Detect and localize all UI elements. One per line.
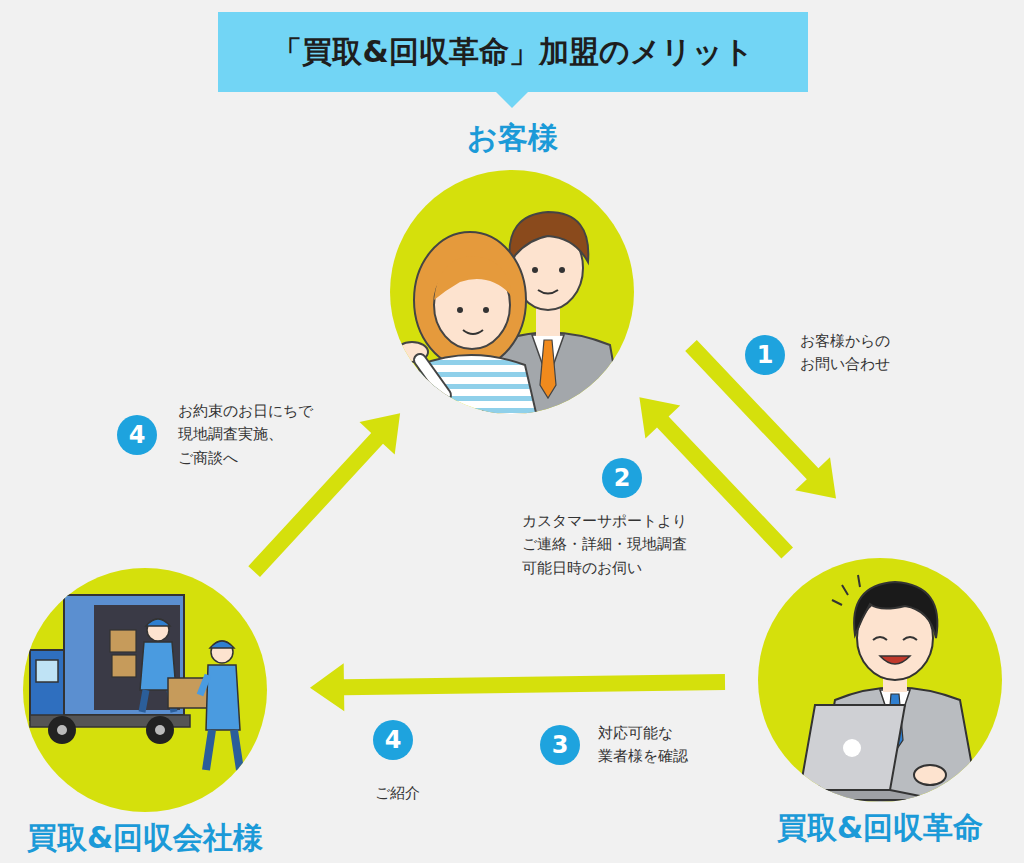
art-circle <box>457 307 463 313</box>
circle-node: 買取&回収会社様 <box>23 568 267 812</box>
art-rect <box>112 655 136 677</box>
art-polygon <box>800 790 940 800</box>
flow-arrow <box>310 663 725 711</box>
node-heading: 買取&回収会社様 <box>27 820 263 856</box>
art-path <box>540 340 556 398</box>
art-circle <box>155 725 165 735</box>
callout-number: 4 <box>117 415 157 455</box>
circle-node: お客様 <box>390 170 634 414</box>
art-ellipse <box>414 232 526 368</box>
title-banner: 「買取&回収革命」加盟のメリット <box>218 12 808 92</box>
flow-arrow <box>639 397 793 558</box>
edge-label: お約束のお日にちで 現地調査実施、 ご商談へ <box>178 400 322 470</box>
art-path <box>146 619 170 626</box>
art-rect <box>36 660 58 682</box>
callout-number: 3 <box>540 725 580 765</box>
couple-illustration <box>396 212 625 430</box>
art-path <box>210 641 234 648</box>
art-path <box>832 575 860 605</box>
art-path <box>420 360 445 395</box>
art-rect <box>30 650 66 720</box>
art-circle <box>57 725 67 735</box>
art-path <box>200 675 208 695</box>
circle-node: 買取&回収革命 <box>758 558 1002 802</box>
art-rect <box>110 630 136 652</box>
step-note: ご紹介 <box>375 784 420 803</box>
art-circle <box>48 716 76 744</box>
art-circle <box>843 739 861 757</box>
edge-label: カスタマーサポートより ご連絡・詳細・現地調査 可能日時のお伺い <box>522 510 702 580</box>
art-ellipse <box>914 765 946 785</box>
art-path <box>873 637 917 640</box>
art-path <box>880 656 910 664</box>
art-path <box>420 360 445 395</box>
art-circle <box>483 307 489 313</box>
art-path <box>206 730 240 770</box>
node-heading: お客様 <box>467 120 558 156</box>
art-circle <box>211 641 233 663</box>
banner-pointer <box>494 90 530 108</box>
art-path <box>434 256 512 300</box>
diagram-title: 「買取&回収革命」加盟のメリット <box>218 12 808 92</box>
edge-label: 対応可能な 業者様を確認 <box>598 722 703 769</box>
art-circle <box>146 716 174 744</box>
art-circle <box>532 267 538 273</box>
circle-bg <box>23 568 267 812</box>
art-path <box>410 355 540 430</box>
art-path <box>463 330 483 334</box>
callout-number: 2 <box>602 458 642 498</box>
art-circle <box>147 619 169 641</box>
art-path <box>854 582 937 638</box>
truck-illustration <box>30 595 240 770</box>
callout-number: 1 <box>745 335 785 375</box>
art-rect <box>94 605 180 710</box>
art-rect <box>64 595 184 715</box>
operator-illustration <box>800 575 980 810</box>
art-path <box>538 290 558 294</box>
art-path <box>206 665 240 730</box>
art-polygon <box>800 705 905 790</box>
callout-number: 4 <box>373 720 413 760</box>
node-heading: 買取&回収革命 <box>777 810 983 846</box>
art-path <box>509 212 588 262</box>
edge-label: お客様からの お問い合わせ <box>800 330 905 377</box>
art-circle <box>559 267 565 273</box>
